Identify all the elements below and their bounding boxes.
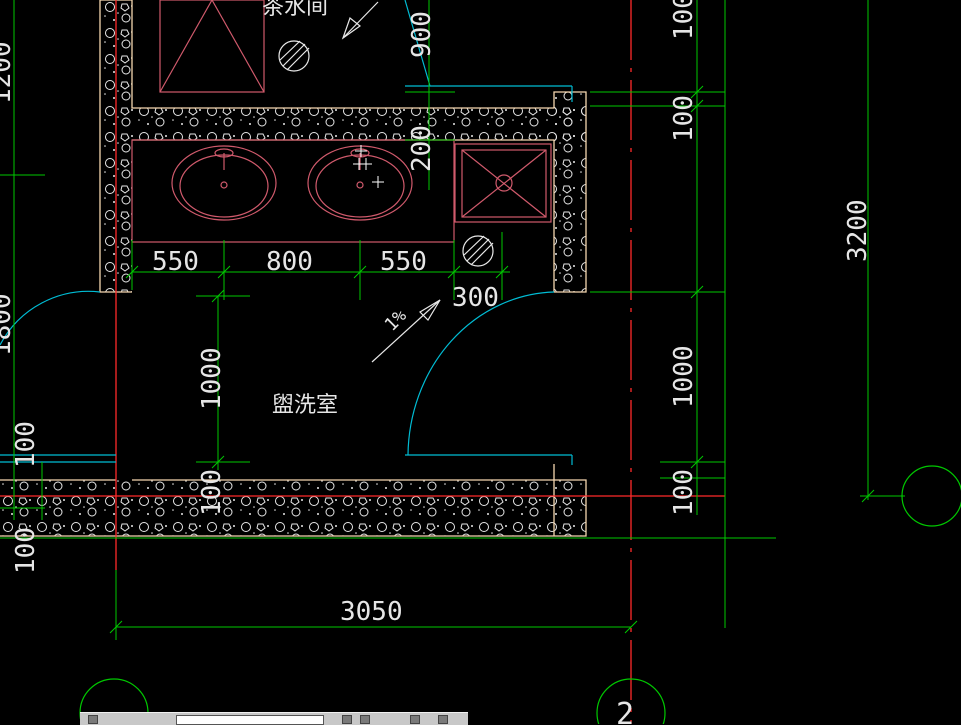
vanity-counter bbox=[131, 139, 455, 243]
door-swing-right bbox=[407, 291, 555, 456]
window-frames bbox=[0, 0, 573, 465]
upper-room-fixture bbox=[159, 0, 265, 93]
slope-arrow bbox=[341, 1, 441, 363]
sink-icon bbox=[171, 145, 277, 221]
dimension-lines bbox=[0, 0, 905, 640]
dim-100-right-upper: 100 bbox=[669, 0, 699, 40]
grid-bubble-right bbox=[901, 465, 961, 527]
ortho-icon[interactable] bbox=[342, 715, 352, 724]
dim-100-left-a: 100 bbox=[11, 421, 41, 468]
grid-axis-label-2: 2 bbox=[616, 697, 634, 724]
dim-1000-inner: 1000 bbox=[197, 347, 227, 410]
dim-900: 900 bbox=[407, 11, 437, 58]
dim-1200-left: 1200 bbox=[0, 41, 17, 104]
dim-550-right: 550 bbox=[380, 247, 427, 277]
axis-lines bbox=[0, 0, 725, 724]
dim-300: 300 bbox=[452, 283, 499, 313]
sink-icon bbox=[307, 145, 413, 221]
dim-550-left: 550 bbox=[152, 247, 199, 277]
dim-3200: 3200 bbox=[843, 199, 873, 262]
dim-200: 200 bbox=[407, 125, 437, 172]
osnap-icon[interactable] bbox=[410, 715, 420, 724]
room-label-washroom: 盥洗室 bbox=[272, 393, 338, 418]
status-toolbar[interactable] bbox=[80, 712, 468, 725]
wall-bottom bbox=[0, 480, 586, 536]
dim-800: 800 bbox=[266, 247, 313, 277]
polar-icon[interactable] bbox=[360, 715, 370, 724]
dim-3050: 3050 bbox=[340, 597, 403, 627]
floor-drain-icon bbox=[462, 235, 494, 267]
dim-100-inner: 100 bbox=[197, 469, 227, 516]
grid-bubble-2 bbox=[596, 678, 666, 724]
dim-1000-right: 1000 bbox=[669, 345, 699, 408]
shower-icon bbox=[454, 143, 552, 223]
dim-1800-left: 1800 bbox=[0, 293, 17, 356]
dim-100-left-b: 100 bbox=[11, 527, 41, 574]
dim-100-right-bottom: 100 bbox=[669, 469, 699, 516]
floor-drain-icon bbox=[278, 40, 310, 72]
wall-right bbox=[554, 92, 586, 292]
wall-mid-horizontal bbox=[132, 108, 586, 140]
dim-100-right-top: 100 bbox=[669, 95, 699, 142]
room-label-upper: 茶水间 bbox=[262, 0, 328, 20]
snap-icon[interactable] bbox=[88, 715, 98, 724]
door-swing-left bbox=[0, 290, 101, 346]
lineweight-icon[interactable] bbox=[438, 715, 448, 724]
fixtures bbox=[131, 0, 552, 243]
cursor-crosshair-icon bbox=[353, 145, 384, 188]
